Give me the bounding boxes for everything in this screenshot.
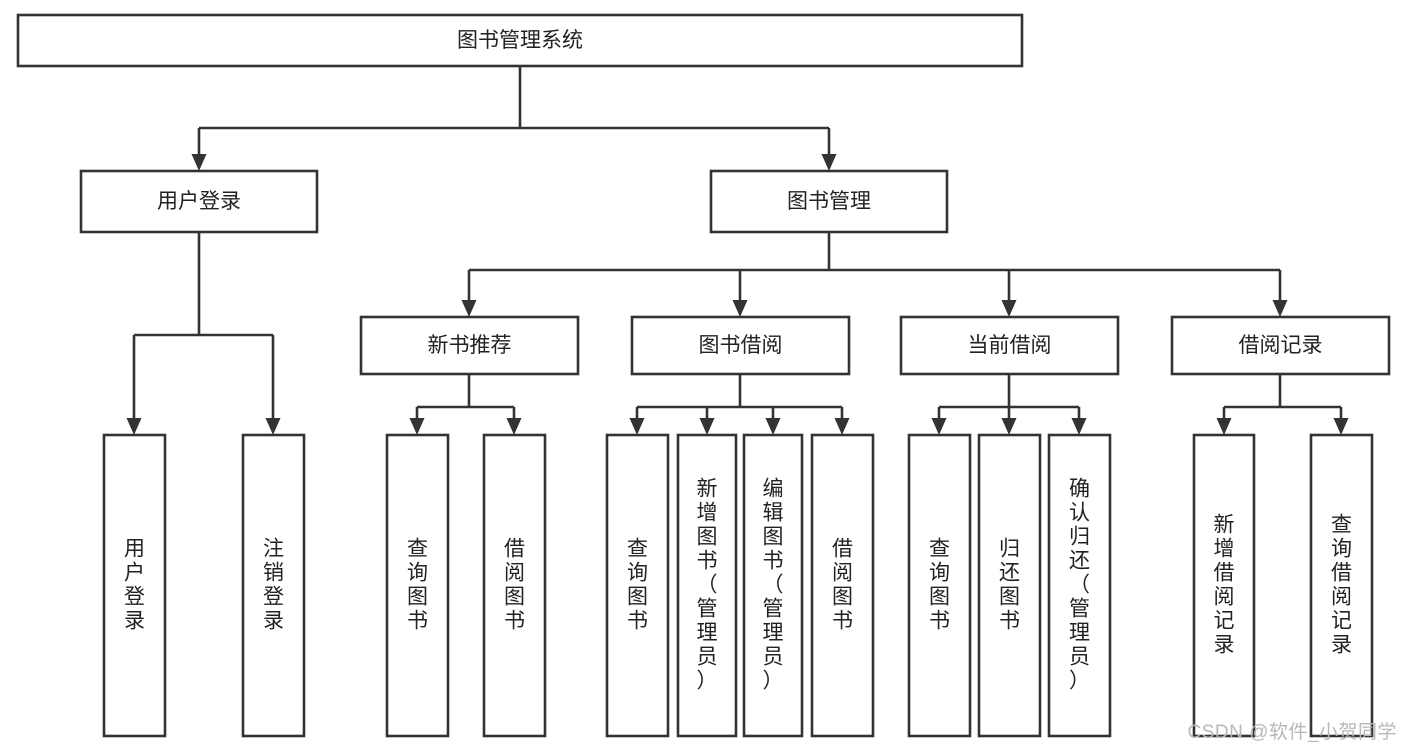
node-leaf-query-borrow-record-label: 查询借阅记录	[1331, 513, 1352, 656]
node-leaf-borrow-book-box[interactable]	[810, 433, 875, 738]
new-book-arrow-0	[409, 418, 425, 435]
node-leaf-add-borrow-record-box[interactable]	[1192, 433, 1256, 738]
node-leaf-query-book-borrow-box[interactable]	[605, 433, 670, 738]
node-user-login-box[interactable]	[79, 169, 319, 234]
node-leaf-add-borrow-record[interactable]: 新增借阅记录	[1192, 433, 1256, 738]
book-manage-arrow-1	[732, 300, 748, 317]
node-leaf-confirm-return-label: 确认归还（管理员）	[1069, 477, 1090, 692]
node-current-borrow-label: 当前借阅	[968, 334, 1052, 357]
node-leaf-edit-book-box[interactable]	[742, 433, 804, 738]
user-login-arrow-1	[265, 418, 281, 435]
node-new-book-recommend-box[interactable]	[359, 315, 580, 376]
node-leaf-add-book-box[interactable]	[676, 433, 738, 738]
node-leaf-user-login[interactable]: 用户登录	[102, 433, 167, 738]
node-book-manage[interactable]: 图书管理	[709, 169, 949, 234]
borrow-record-arrow-1	[1333, 418, 1349, 435]
node-borrow-record[interactable]: 借阅记录	[1170, 315, 1391, 376]
node-book-borrow-box[interactable]	[630, 315, 851, 376]
book-borrow-arrow-1	[699, 418, 715, 435]
node-layer: 图书管理系统用户登录图书管理新书推荐图书借阅当前借阅借阅记录用户登录注销登录查询…	[16, 13, 1391, 738]
current-borrow-arrow-2	[1071, 418, 1087, 435]
node-leaf-borrow-book-recommend[interactable]: 借阅图书	[482, 433, 547, 738]
node-leaf-return-book[interactable]: 归还图书	[977, 433, 1042, 738]
node-leaf-user-login-box[interactable]	[102, 433, 167, 738]
node-leaf-query-borrow-record[interactable]: 查询借阅记录	[1309, 433, 1374, 738]
node-leaf-borrow-book-recommend-box[interactable]	[482, 433, 547, 738]
node-new-book-recommend-label: 新书推荐	[428, 334, 512, 357]
node-leaf-query-book-current-label: 查询图书	[929, 537, 950, 632]
watermark-label: CSDN @软件_小贺同学	[1187, 722, 1397, 743]
node-leaf-return-book-box[interactable]	[977, 433, 1042, 738]
book-manage-arrow-0	[461, 300, 477, 317]
node-leaf-edit-book[interactable]: 编辑图书（管理员）	[742, 433, 804, 738]
node-leaf-user-logout-label: 注销登录	[263, 537, 284, 632]
node-leaf-return-book-label: 归还图书	[999, 537, 1020, 632]
user-login-arrow-0	[126, 418, 142, 435]
node-leaf-add-book[interactable]: 新增图书（管理员）	[676, 433, 738, 738]
node-root-root-label: 图书管理系统	[457, 29, 583, 52]
node-leaf-user-logout-box[interactable]	[241, 433, 306, 738]
current-borrow-arrow-0	[931, 418, 947, 435]
node-leaf-add-book-label: 新增图书（管理员）	[697, 477, 718, 692]
node-leaf-query-book-current[interactable]: 查询图书	[907, 433, 972, 738]
node-book-borrow[interactable]: 图书借阅	[630, 315, 851, 376]
node-borrow-record-label: 借阅记录	[1239, 334, 1323, 357]
node-leaf-query-book-recommend-box[interactable]	[385, 433, 450, 738]
book-manage-arrow-3	[1272, 300, 1288, 317]
node-user-login-label: 用户登录	[157, 190, 241, 213]
node-leaf-edit-book-label: 编辑图书（管理员）	[763, 477, 784, 692]
node-user-login[interactable]: 用户登录	[79, 169, 319, 234]
node-root-root[interactable]: 图书管理系统	[16, 13, 1024, 68]
book-borrow-arrow-0	[629, 418, 645, 435]
node-current-borrow-box[interactable]	[899, 315, 1120, 376]
node-leaf-borrow-book-label: 借阅图书	[832, 537, 853, 632]
node-new-book-recommend[interactable]: 新书推荐	[359, 315, 580, 376]
node-leaf-user-login-label: 用户登录	[124, 537, 145, 632]
node-leaf-user-logout[interactable]: 注销登录	[241, 433, 306, 738]
root-arrow-0	[191, 154, 207, 171]
node-borrow-record-box[interactable]	[1170, 315, 1391, 376]
connector-layer	[126, 66, 1349, 435]
book-borrow-arrow-3	[834, 418, 850, 435]
book-manage-arrow-2	[1001, 300, 1017, 317]
node-leaf-query-book-borrow-label: 查询图书	[627, 537, 648, 632]
book-borrow-arrow-2	[765, 418, 781, 435]
current-borrow-arrow-1	[1001, 418, 1017, 435]
node-leaf-confirm-return-box[interactable]	[1047, 433, 1112, 738]
root-arrow-1	[821, 154, 837, 171]
node-book-manage-label: 图书管理	[787, 190, 871, 213]
node-leaf-query-borrow-record-box[interactable]	[1309, 433, 1374, 738]
node-leaf-borrow-book-recommend-label: 借阅图书	[504, 537, 525, 632]
node-book-borrow-label: 图书借阅	[699, 334, 783, 357]
node-leaf-query-book-borrow[interactable]: 查询图书	[605, 433, 670, 738]
node-leaf-query-book-recommend[interactable]: 查询图书	[385, 433, 450, 738]
node-leaf-borrow-book[interactable]: 借阅图书	[810, 433, 875, 738]
node-current-borrow[interactable]: 当前借阅	[899, 315, 1120, 376]
node-leaf-add-borrow-record-label: 新增借阅记录	[1214, 513, 1235, 656]
new-book-arrow-1	[506, 418, 522, 435]
node-root-root-box[interactable]	[16, 13, 1024, 68]
node-leaf-confirm-return[interactable]: 确认归还（管理员）	[1047, 433, 1112, 738]
node-book-manage-box[interactable]	[709, 169, 949, 234]
borrow-record-arrow-0	[1216, 418, 1232, 435]
node-leaf-query-book-recommend-label: 查询图书	[407, 537, 428, 632]
node-leaf-query-book-current-box[interactable]	[907, 433, 972, 738]
